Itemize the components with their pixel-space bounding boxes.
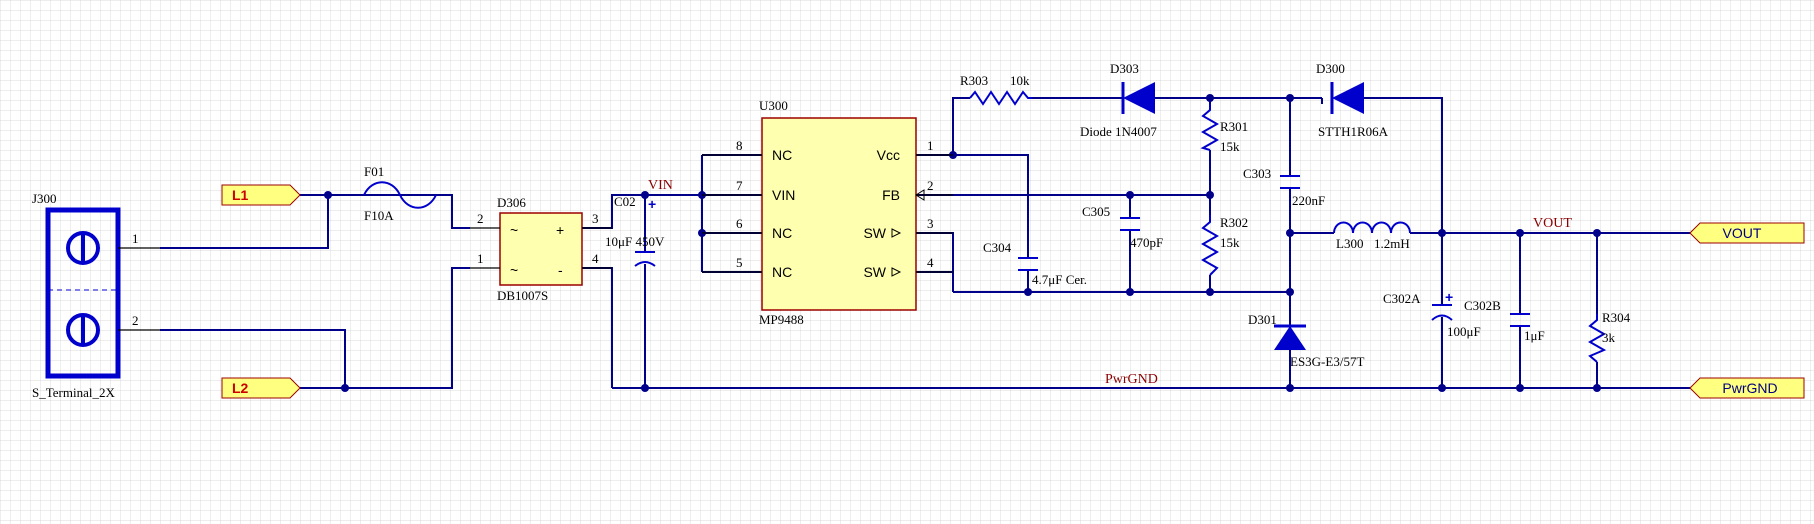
d306-value: DB1007S [497, 288, 548, 303]
c305-designator: C305 [1082, 204, 1110, 219]
bridge-d306: D306 ~ + ~ - 2 1 3 4 DB1007S [470, 195, 612, 303]
d306-designator: D306 [497, 195, 526, 210]
u300-left-pin-name: VIN [772, 187, 795, 203]
diode-d300: D300 STTH1R06A [1316, 61, 1407, 139]
u300-left-pin-name: NC [772, 147, 792, 163]
u300-right-pin-name: SW [863, 264, 886, 280]
junction-dots [324, 94, 1601, 392]
fuse-f01: F01 F10A [363, 164, 437, 223]
port-pwrgnd-label: PwrGND [1722, 380, 1777, 396]
u300-right-pin-name: FB [882, 187, 900, 203]
r301-designator: R301 [1220, 119, 1248, 134]
d306-pin2: 2 [477, 211, 484, 226]
port-l1: L1 [221, 184, 301, 206]
c302a-polarity: + [1445, 289, 1453, 305]
u300-left-pin-name: NC [772, 225, 792, 241]
u300-right-pin-num: 3 [927, 216, 934, 231]
d306-pin4: 4 [592, 251, 599, 266]
c303-value: 220nF [1292, 193, 1325, 208]
r302-value: 15k [1220, 235, 1240, 250]
resistor-r301: R301 15k [1200, 104, 1248, 154]
j300-pin1: 1 [132, 231, 139, 246]
d303-designator: D303 [1110, 61, 1139, 76]
capacitor-c304: C304 4.7μF Cer. [983, 240, 1087, 287]
sw-output-arrow-icon [891, 228, 902, 238]
port-l2: L2 [221, 377, 301, 399]
u300-left-pin-num: 6 [736, 216, 743, 231]
d306-sym-ac1: ~ [510, 222, 518, 238]
capacitor-c02: C02 + 10μF 450V [605, 194, 665, 267]
u300-left-pin-num: 5 [736, 255, 743, 270]
d306-pin1: 1 [477, 251, 484, 266]
net-label-vout: VOUT [1533, 216, 1572, 231]
r303-designator: R303 [960, 73, 988, 88]
r304-designator: R304 [1602, 310, 1631, 325]
d300-designator: D300 [1316, 61, 1345, 76]
d306-sym-plus: + [556, 222, 564, 238]
j300-designator: J300 [32, 191, 57, 206]
resistor-r302: R302 15k [1200, 215, 1248, 276]
net-label-vin: VIN [648, 178, 673, 193]
c304-designator: C304 [983, 240, 1012, 255]
u300-left-pin-num: 8 [736, 138, 743, 153]
j300-pin2: 2 [132, 313, 139, 328]
u300-right-pin-num: 1 [927, 138, 934, 153]
c302a-value: 100μF [1447, 324, 1481, 339]
r301-value: 15k [1220, 139, 1240, 154]
resistor-r304: R304 3k [1587, 310, 1631, 363]
r304-value: 3k [1602, 330, 1616, 345]
d300-value: STTH1R06A [1318, 124, 1389, 139]
u300-right-pin-num: 2 [927, 178, 934, 193]
l300-value: 1.2mH [1374, 236, 1410, 251]
c303-designator: C303 [1243, 166, 1271, 181]
resistor-r303: R303 10k [960, 73, 1032, 106]
capacitor-c302a: + C302A 100μF [1383, 289, 1481, 339]
d306-sym-minus: - [558, 262, 563, 278]
port-vout: VOUT [1689, 222, 1805, 244]
wires [160, 97, 1690, 389]
c302b-value: 1μF [1524, 328, 1545, 343]
u300-left-pin-name: NC [772, 264, 792, 280]
sw-output-arrow-icon [891, 267, 902, 277]
diode-d301: D301 ES3G-E3/57T [1248, 312, 1364, 369]
r303-value: 10k [1010, 73, 1030, 88]
d303-value: Diode 1N4007 [1080, 124, 1157, 139]
d306-pin3: 3 [592, 211, 599, 226]
port-vout-label: VOUT [1723, 225, 1762, 241]
u300-right-pin-name: Vcc [877, 147, 900, 163]
r302-designator: R302 [1220, 215, 1248, 230]
d301-designator: D301 [1248, 312, 1277, 327]
u300-part: MP9488 [759, 312, 804, 327]
capacitor-c302b: C302B 1μF [1464, 298, 1545, 343]
inductor-l300: L300 1.2mH [1333, 221, 1411, 251]
d306-sym-ac2: ~ [510, 262, 518, 278]
c02-polarity: + [648, 196, 656, 212]
port-pwrgnd: PwrGND [1689, 377, 1805, 399]
fb-input-arrow-icon [915, 189, 925, 201]
connector-j300: J300 1 2 S_Terminal_2X [32, 191, 160, 400]
l300-designator: L300 [1336, 236, 1363, 251]
capacitor-c303: C303 220nF [1243, 166, 1325, 208]
c302b-designator: C302B [1464, 298, 1501, 313]
u300-left-pin-num: 7 [736, 178, 743, 193]
c302a-designator: C302A [1383, 291, 1421, 306]
net-label-pwrgnd: PwrGND [1105, 372, 1158, 387]
c02-designator: C02 [614, 194, 636, 209]
f01-designator: F01 [364, 164, 384, 179]
port-l2-label: L2 [232, 380, 249, 396]
u300-designator: U300 [759, 98, 788, 113]
d301-value: ES3G-E3/57T [1290, 354, 1364, 369]
c305-value: 470pF [1130, 235, 1163, 250]
f01-value: F10A [364, 208, 394, 223]
diode-d303: D303 Diode 1N4007 [1080, 61, 1157, 139]
ic-u300: U300 8 7 6 5 NC VIN NC NC Vcc FB SW SW 1… [702, 98, 953, 327]
j300-value: S_Terminal_2X [32, 385, 115, 400]
c02-value: 10μF 450V [605, 234, 665, 249]
port-l1-label: L1 [232, 187, 249, 203]
c304-value: 4.7μF Cer. [1032, 272, 1087, 287]
u300-right-pin-num: 4 [927, 255, 934, 270]
u300-right-pin-name: SW [863, 225, 886, 241]
capacitor-c305: C305 470pF [1082, 204, 1163, 250]
